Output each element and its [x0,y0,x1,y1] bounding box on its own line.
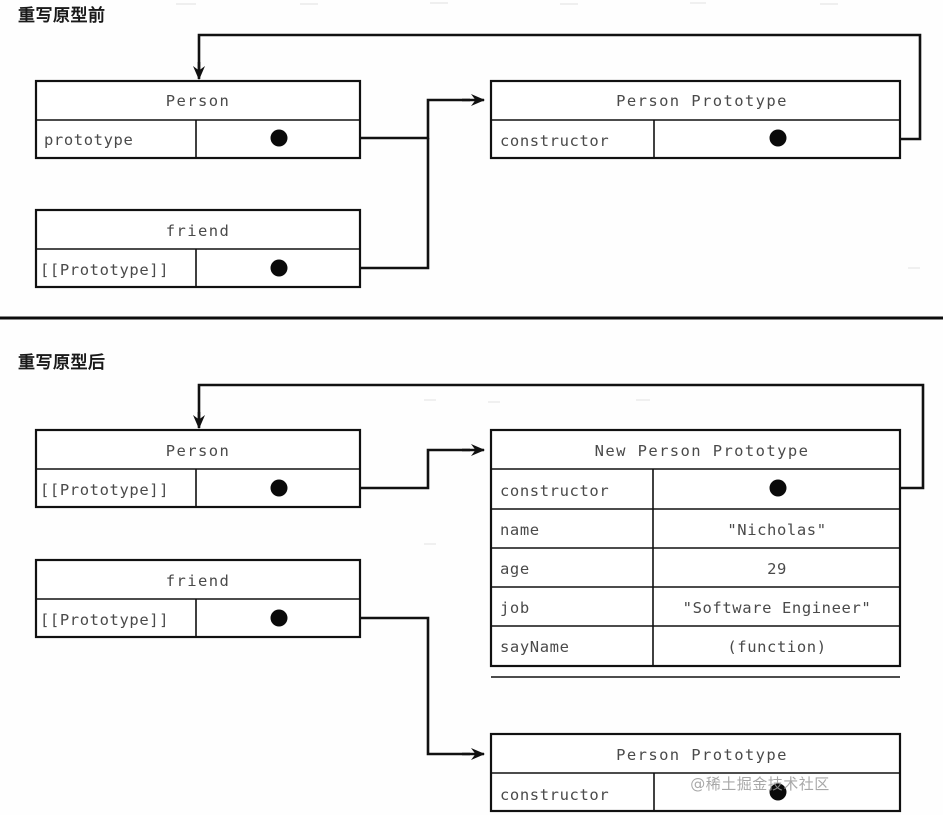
row-key-prototype: prototype [44,131,133,149]
section-after: 重写原型后 right --> up --> left --> down-arr… [18,352,925,813]
row-key-constructor: constructor [500,786,609,804]
box-header-label: New Person Prototype [595,442,810,460]
section-title-before: 重写原型前 [18,5,106,26]
row-value-name: "Nicholas" [727,521,826,539]
box-header-label: Person Prototype [616,746,788,764]
section-title-after: 重写原型后 [18,352,106,373]
row-key-internal-prototype: [[Prototype]] [40,481,169,499]
row-key-sayname: sayName [500,638,570,656]
row-key-age: age [500,560,530,578]
pointer-dot [270,129,288,147]
pointer-dot [769,129,787,147]
section-before: 重写原型前 top --> down-arrow into Person -->… [18,5,922,289]
row-value-job: "Software Engineer" [683,599,872,617]
box-header-label: friend [166,222,230,240]
pointer-dot [769,479,787,497]
box-friend-before: friend [[Prototype]] [34,208,362,289]
box-person-prototype-after: Person Prototype constructor [489,732,902,813]
row-key-constructor: constructor [500,132,609,150]
box-friend-after: friend [[Prototype]] [34,558,362,639]
box-new-person-prototype: New Person Prototype constructor name "N… [489,428,902,678]
pointer-dot [769,783,787,801]
watermark-text: @稀土掘金技术社区 [690,775,830,793]
row-key-job: job [500,599,530,617]
box-person-prototype-before: Person Prototype constructor [489,79,902,160]
box-header-label: Person Prototype [616,92,788,110]
row-value-age: 29 [767,560,787,578]
pointer-dot [270,259,288,277]
pointer-dot [270,609,288,627]
pointer-dot [270,479,288,497]
row-key-internal-prototype: [[Prototype]] [40,611,169,629]
row-key-name: name [500,521,540,539]
box-person-before: Person prototype [34,79,362,160]
connector-prototype-constructor-to-person [197,33,922,141]
box-person-after: Person [[Prototype]] [34,428,362,509]
row-value-sayname: (function) [727,638,826,656]
connector-new-proto-constructor-to-person [197,383,925,490]
scan-artifacts [176,2,920,545]
row-key-internal-prototype: [[Prototype]] [40,261,169,279]
box-header-label: friend [166,572,230,590]
box-header-label: Person [166,92,230,110]
row-key-constructor: constructor [500,482,609,500]
box-header-label: Person [166,442,230,460]
